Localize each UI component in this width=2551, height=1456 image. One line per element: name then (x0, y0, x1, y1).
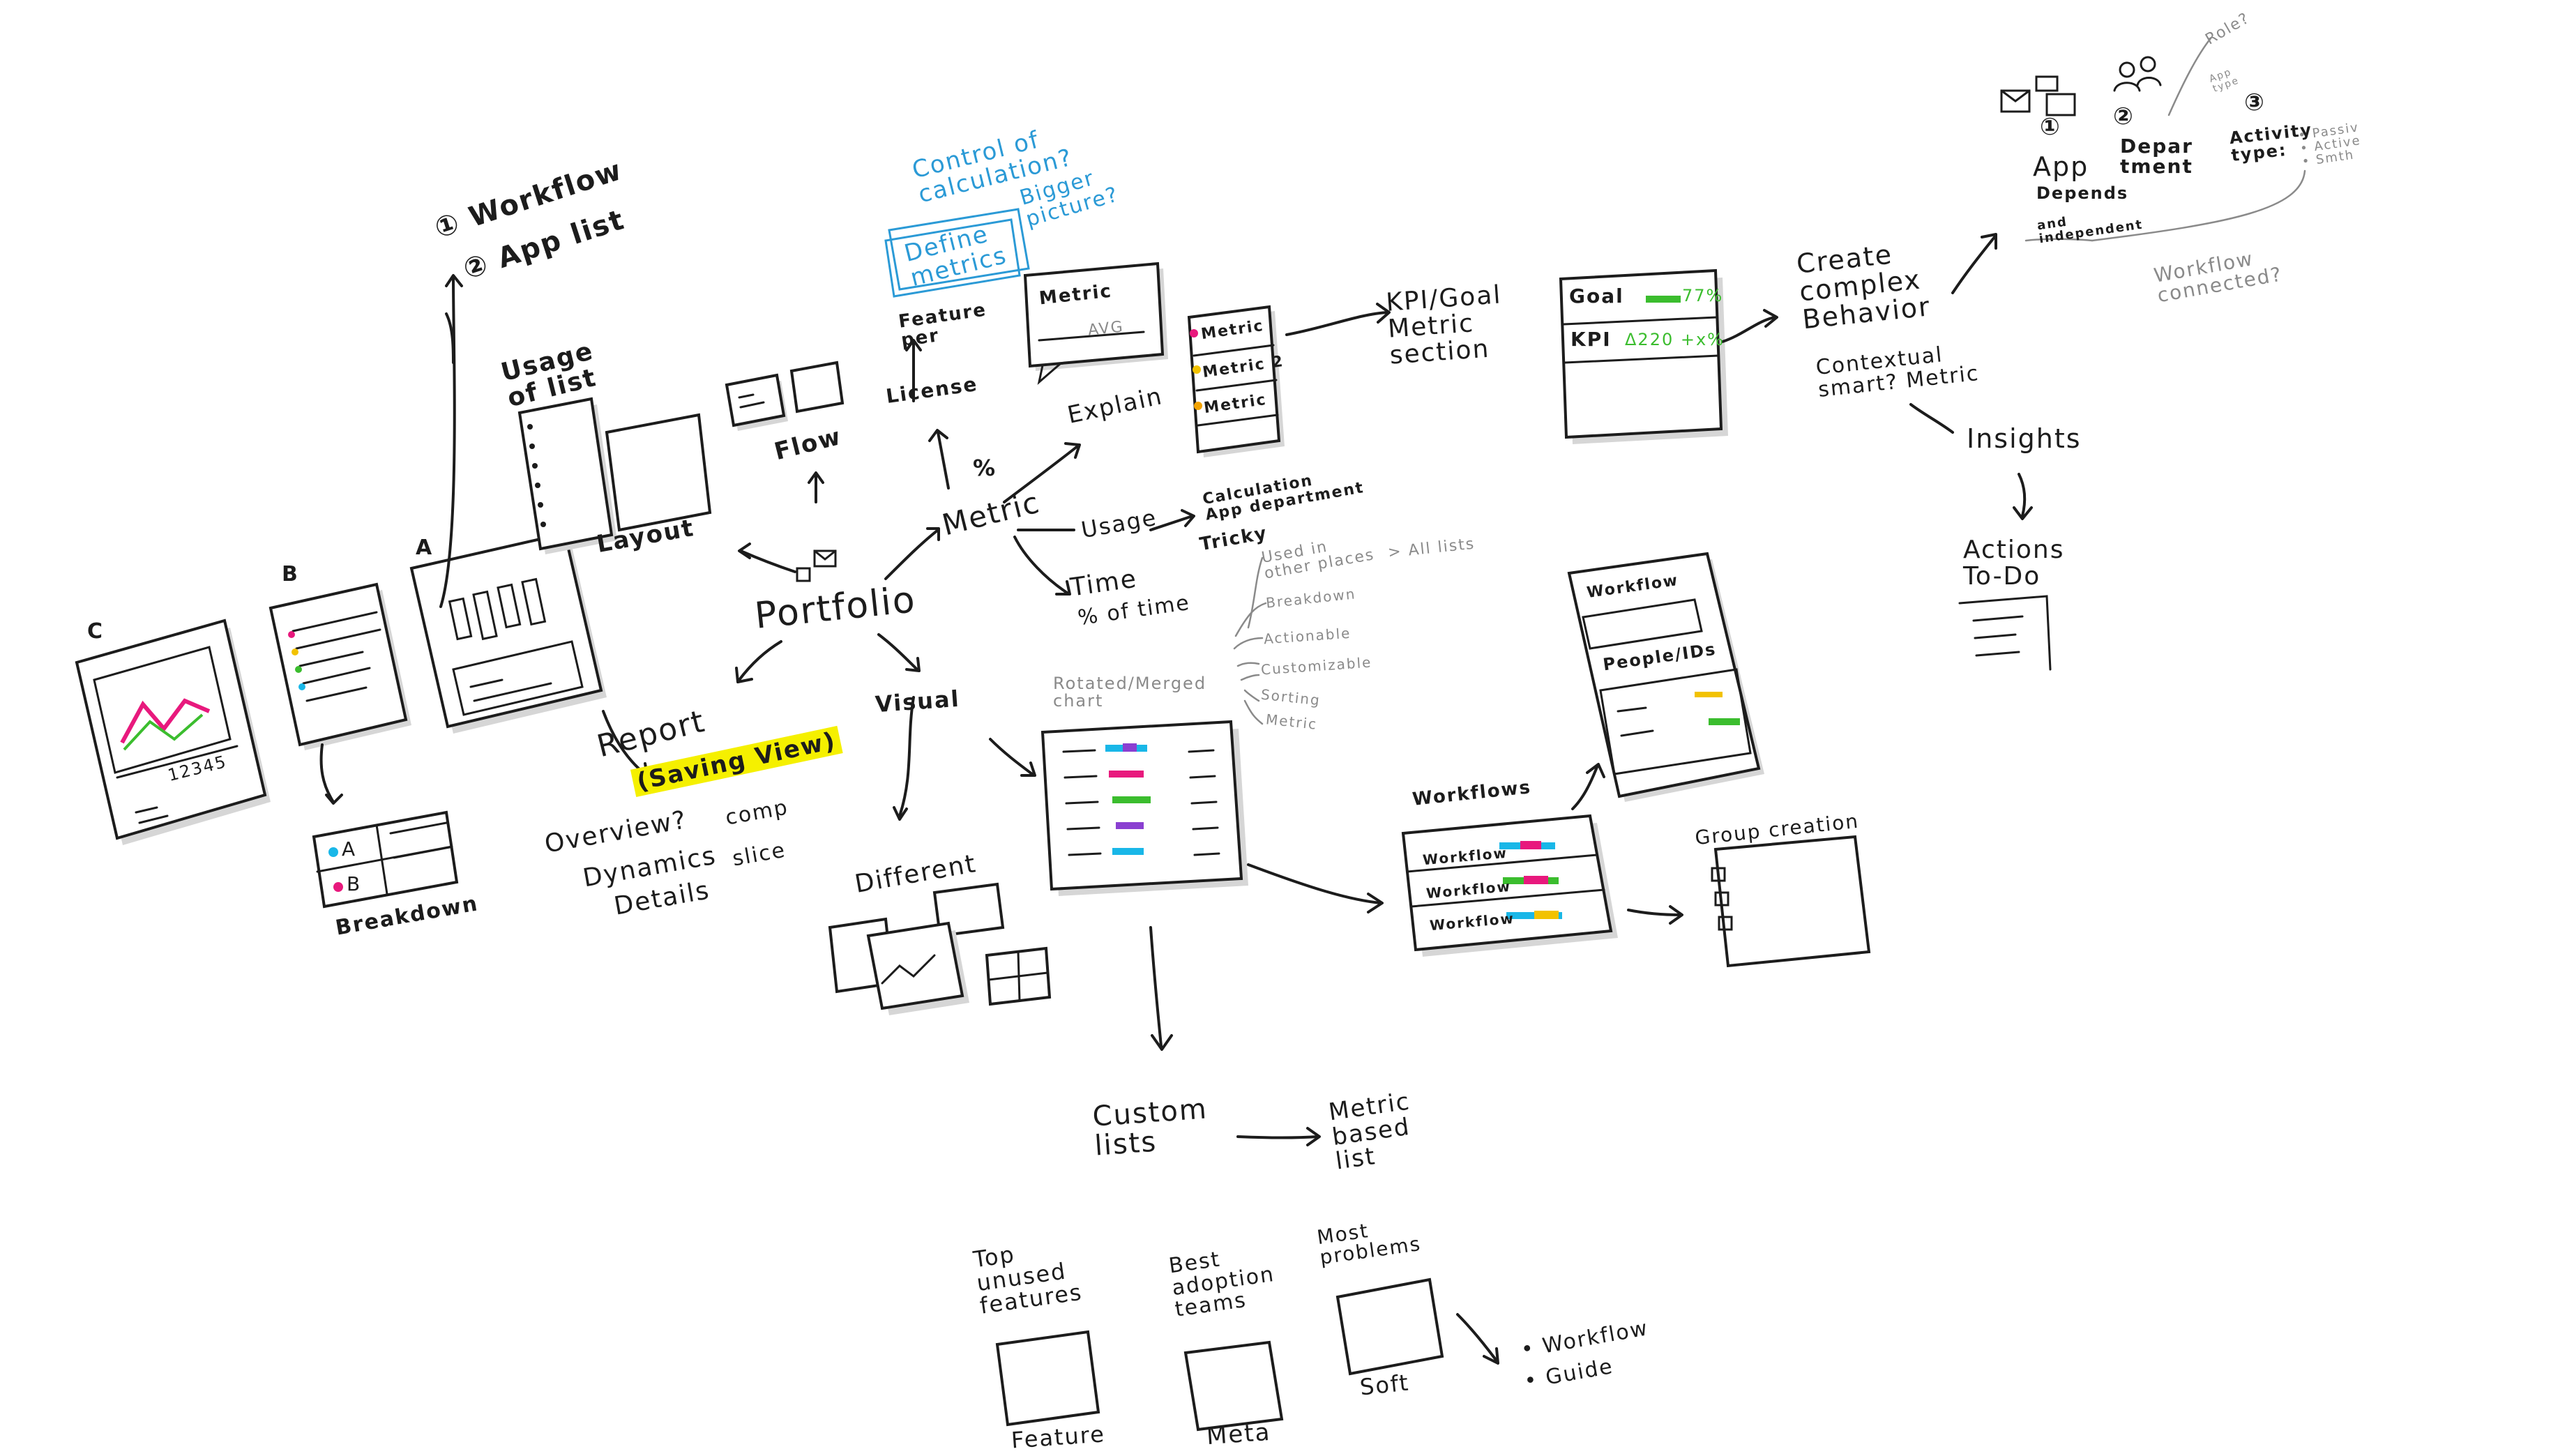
flow-sketch (725, 361, 845, 431)
rotated-merged-chart-sketch (1040, 720, 1248, 896)
label-goal-value: 77% (1682, 286, 1724, 305)
label-activity-options: • Passiv • Active • Smth (2297, 120, 2362, 169)
usage-list-sketch (517, 397, 712, 554)
panel-b-sketch (268, 582, 411, 750)
label-num-1: ① (2040, 113, 2061, 141)
breakdown-table-sketch (312, 810, 459, 909)
workflow-panel-sketch (1567, 552, 1764, 802)
label-num-2: ② (2113, 103, 2135, 130)
label-depends: Depends (2036, 183, 2129, 203)
label-kpi-goal-section: KPI/Goal Metric section (1385, 280, 1503, 370)
label-soft: Soft (1358, 1369, 1411, 1401)
metric-list-sketch (1187, 305, 1285, 457)
label-app: App (2033, 151, 2089, 182)
label-metric-based-list: Metric based list (1326, 1087, 1412, 1176)
kpi-goal-card-sketch (1559, 268, 1728, 444)
label-num-3: ③ (2244, 89, 2266, 116)
portfolio-icon (796, 549, 837, 582)
group-creation-sketch (1711, 835, 1871, 968)
label-kpi: KPI (1570, 328, 1612, 351)
label-rotated-merged-chart: Rotated/Merged chart (1053, 674, 1207, 711)
label-visual: Visual (874, 685, 961, 718)
marker-b: B (282, 562, 299, 586)
label-create-complex-behavior: Create complex Behavior (1794, 238, 1932, 335)
panel-a-sketch (409, 531, 607, 734)
marker-c: C (87, 619, 105, 644)
different-visuals-sketch (828, 882, 1052, 1015)
actions-todo-list-sketch (1958, 595, 2052, 671)
visual-branches (1233, 556, 1267, 725)
label-department: Depar tment (2120, 135, 2193, 179)
metric-card-sketch (1023, 261, 1168, 386)
label-top-unused-features: Top unused features (971, 1241, 1084, 1319)
label-insights: Insights (1967, 423, 2082, 454)
legend-a: A (342, 837, 357, 860)
panel-c-sketch (75, 619, 271, 845)
top-unused-features-sketch (995, 1330, 1100, 1427)
label-custom-lists: Custom lists (1091, 1093, 1209, 1162)
workflows-rows-sketch (1401, 814, 1618, 957)
label-actions-todo: Actions To-Do (1963, 536, 2065, 591)
label-pct: % (973, 455, 997, 481)
define-metrics-note (884, 208, 1030, 298)
legend-b: B (347, 872, 362, 895)
label-goal: Goal (1569, 285, 1624, 308)
best-adoption-teams-sketch (1183, 1340, 1284, 1432)
most-problems-sketch (1335, 1277, 1444, 1376)
app-icons-sketch (2000, 56, 2162, 116)
marker-a: A (416, 536, 434, 560)
label-meta: Meta (1205, 1418, 1272, 1451)
label-kpi-value: Δ220 +x% (1625, 330, 1725, 349)
label-avg: AVG (1087, 318, 1125, 340)
